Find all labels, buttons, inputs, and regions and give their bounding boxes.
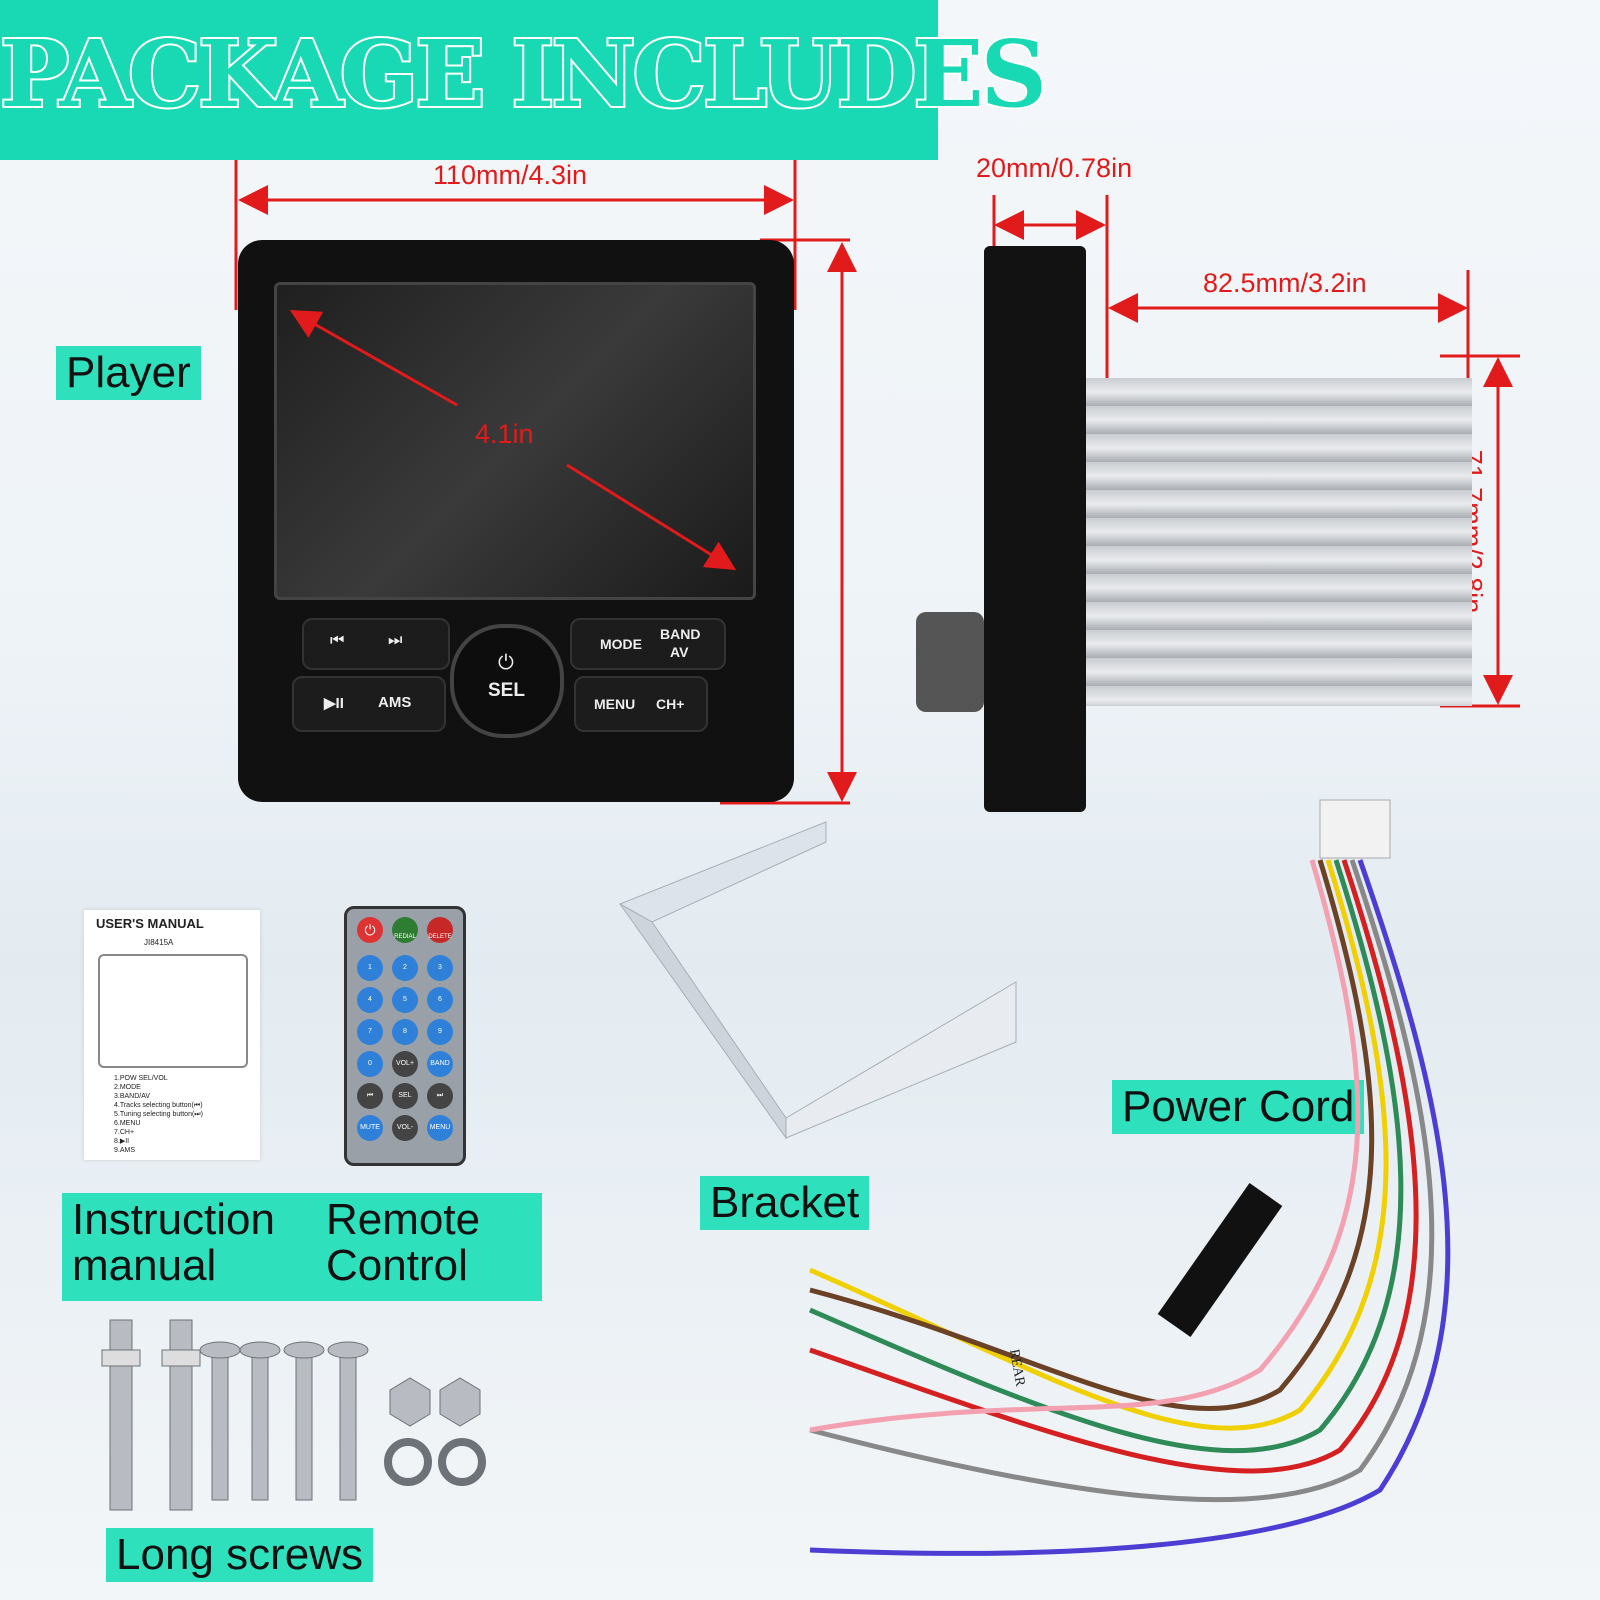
manual-model: JI8415A (144, 938, 174, 947)
long-screws-label: Long screws (106, 1528, 374, 1583)
remote-keypad: 1 2 3 4 5 6 7 8 9 0 VOL+ BAND ⏮ SEL ⏭ MU… (357, 955, 453, 1141)
wire-tag: REAR (1006, 1348, 1027, 1388)
front-depth-dimension: 20mm/0.78in (976, 153, 1133, 183)
remote-key[interactable]: 1 (357, 955, 383, 981)
bracket-label: Bracket (700, 1176, 870, 1231)
remote-key[interactable]: 8 (392, 1019, 418, 1045)
menu-button[interactable]: MENU (594, 696, 636, 712)
title-banner (0, 0, 938, 160)
ch-plus-button[interactable]: CH+ (656, 696, 685, 712)
track-buttons: ⏮ ⏭ (302, 618, 450, 670)
remote-key[interactable]: VOL- (392, 1115, 418, 1141)
remote-redial-button[interactable]: REDIAL (392, 917, 418, 943)
sel-knob[interactable]: ⏻ SEL (450, 624, 564, 738)
remote-key[interactable]: SEL (392, 1083, 418, 1109)
screen-size: 4.1in (475, 419, 534, 449)
remote-key[interactable]: 0 (357, 1051, 383, 1077)
player-housing (1086, 378, 1472, 706)
manual-title: USER'S MANUAL (96, 916, 204, 931)
remote-key[interactable]: 2 (392, 955, 418, 981)
remote-key[interactable]: 9 (427, 1019, 453, 1045)
remote-delete-button[interactable]: DELETE (427, 917, 453, 943)
av-label: AV (670, 644, 689, 660)
remote-key[interactable]: MUTE (357, 1115, 383, 1141)
connector-knob (916, 612, 984, 712)
width-dimension: 110mm/4.3in (433, 160, 588, 190)
play-pause-button[interactable]: ▶II (324, 695, 344, 712)
remote-key[interactable]: ⏮ (357, 1083, 383, 1109)
mode-button[interactable]: MODE (600, 636, 642, 652)
bracket (618, 821, 1017, 1140)
remote-key[interactable]: 5 (392, 987, 418, 1013)
player-label: Player (56, 346, 201, 401)
hardware-set (101, 1319, 486, 1511)
remote-key[interactable]: 4 (357, 987, 383, 1013)
menu-ch-buttons: MENU CH+ (574, 676, 708, 732)
body-depth-dimension: 82.5mm/3.2in (1203, 268, 1367, 298)
power-cord: REAR (809, 799, 1451, 1556)
remote-key[interactable]: 6 (427, 987, 453, 1013)
player-screen: 4.1in (274, 282, 756, 600)
banner-title: PACKAGE INCLUDES (0, 18, 1049, 130)
remote-key[interactable]: BAND (427, 1051, 453, 1077)
play-ams-buttons: ▶II AMS (292, 676, 446, 732)
prev-button[interactable]: ⏮ (330, 632, 345, 649)
ams-button[interactable]: AMS (378, 694, 412, 711)
next-button[interactable]: ⏭ (388, 632, 403, 649)
remote-key[interactable]: 7 (357, 1019, 383, 1045)
remote-control: ⏻ REDIAL DELETE 1 2 3 4 5 6 7 8 9 0 VOL+… (344, 906, 466, 1166)
remote-power-icon[interactable]: ⏻ (357, 917, 383, 943)
remote-control-label: Remote Control (316, 1193, 542, 1301)
remote-key[interactable]: 3 (427, 955, 453, 981)
remote-key[interactable]: MENU (427, 1115, 453, 1141)
sel-label: SEL (488, 680, 525, 701)
mode-band-buttons: MODE BAND AV (570, 618, 726, 670)
remote-top-row: ⏻ REDIAL DELETE (357, 917, 453, 947)
control-panel: ⏮ ⏭ ▶II AMS ⏻ SEL MODE BAND AV MENU CH+ (274, 610, 750, 760)
power-cord-label: Power Cord (1112, 1080, 1365, 1135)
player-front: 4.1in ⏮ ⏭ ▶II AMS ⏻ SEL MODE BAND AV MEN… (238, 240, 794, 802)
band-button[interactable]: BAND (660, 626, 701, 642)
player-side-panel (984, 246, 1086, 812)
remote-key[interactable]: VOL+ (392, 1051, 418, 1077)
power-icon: ⏻ (498, 652, 514, 674)
instruction-manual-label: Instruction manual (62, 1193, 362, 1301)
remote-key[interactable]: ⏭ (427, 1083, 453, 1109)
manual-diagram (98, 954, 248, 1068)
